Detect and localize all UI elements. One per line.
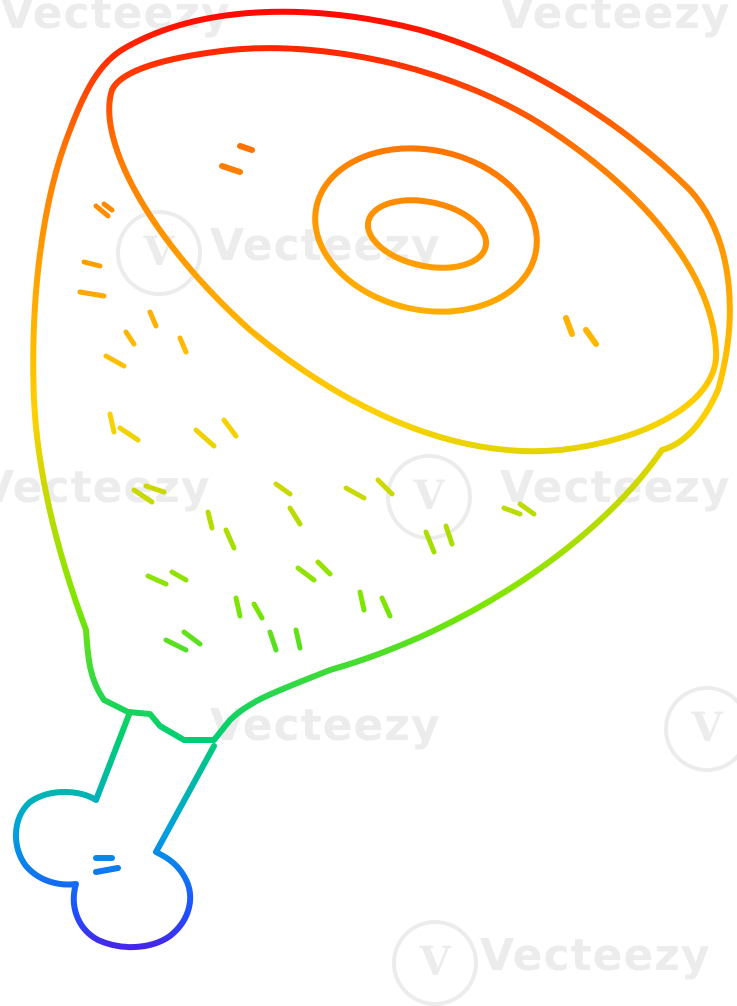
ham-speckle [221, 417, 239, 439]
bone-ring-outer [312, 145, 540, 315]
ham-speckle [163, 637, 189, 653]
ham-speckle [143, 483, 167, 495]
ham-outer-outline [30, 8, 733, 743]
ham-speckle [343, 485, 367, 501]
face-speckle [563, 315, 575, 337]
ham-speckle [357, 589, 367, 613]
bone-highlight [93, 865, 121, 875]
bone-shaft [12, 709, 217, 951]
ham-speckle [131, 487, 155, 505]
ham-speckle [233, 595, 243, 619]
ham-speckle [101, 201, 115, 213]
ham-speckle [287, 505, 303, 527]
ham-speckle [267, 629, 279, 653]
ham-speckle [423, 529, 437, 555]
ham-speckle [251, 601, 265, 621]
ham-speckle [223, 527, 237, 551]
ham-speckle [123, 329, 137, 347]
bone-ring-inner [364, 197, 490, 271]
face-speckle [219, 163, 243, 175]
ham-speckle [107, 411, 117, 435]
ham-speckle [93, 203, 111, 219]
ham-speckle [103, 353, 127, 369]
ham-drawing [12, 8, 733, 951]
ham-speckle [517, 501, 537, 517]
ham-cut-face [106, 45, 720, 455]
ham-speckle [443, 523, 455, 547]
ham-speckle [205, 509, 215, 531]
ham-speckle [117, 425, 141, 443]
ham-speckle [273, 481, 293, 497]
ham-speckle [169, 569, 189, 583]
ham-speckle [293, 627, 303, 651]
ham-speckle [375, 477, 395, 497]
ham-speckle [379, 595, 393, 619]
ham-speckle [315, 559, 333, 577]
face-speckle [237, 143, 255, 153]
ham-speckle [501, 505, 523, 517]
ham-speckle [193, 427, 217, 449]
ham-speckle [295, 565, 317, 583]
ham-speckle [77, 289, 107, 299]
ham-speckle [81, 259, 103, 269]
ham-speckle [181, 629, 203, 647]
ham-speckle [147, 309, 159, 329]
face-speckle [583, 327, 599, 347]
ham-speckle [145, 573, 169, 587]
ham-speckle [177, 335, 189, 355]
